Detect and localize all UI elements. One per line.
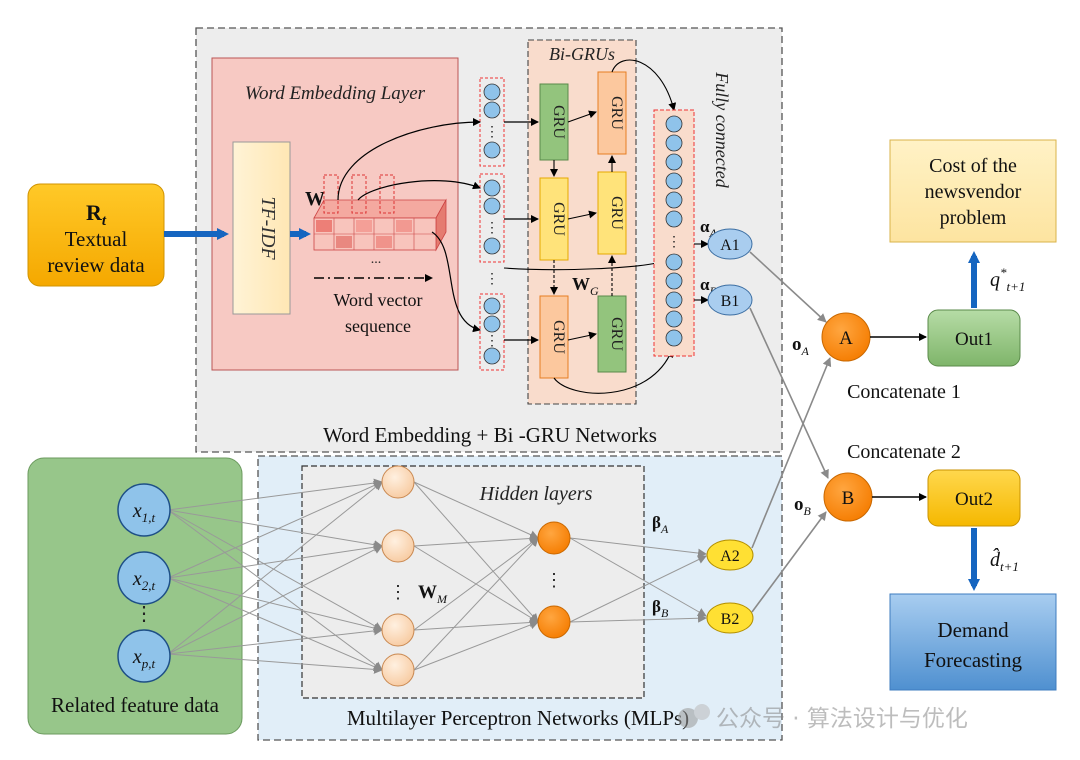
curve-to-col1 xyxy=(337,118,481,201)
curve-to-col3 xyxy=(431,231,481,333)
gru-bottom-curve xyxy=(553,349,674,394)
node-b1 xyxy=(707,284,753,316)
gru-top-curve xyxy=(611,59,677,111)
fc-title: Fully connected xyxy=(712,71,732,188)
gru-label-3: GRU xyxy=(550,202,567,236)
node-a2-label: A2 xyxy=(720,548,740,565)
concat-connections xyxy=(749,251,832,613)
node-b2 xyxy=(706,602,754,634)
out2-label: Out2 xyxy=(955,489,993,510)
feature-node-xp-label: xp,t xyxy=(132,646,156,671)
gru-label-6: GRU xyxy=(608,317,625,351)
cost-line2: newsvendor xyxy=(925,181,1022,203)
gru-cross-3 xyxy=(567,331,597,341)
hidden-layer-1-dots: ⋮ xyxy=(389,582,407,602)
curve-to-col2 xyxy=(357,180,481,201)
watermark-text: 公众号 · 算法设计与优化 xyxy=(716,706,968,732)
out2-box xyxy=(927,469,1021,527)
wg-label: WG xyxy=(572,274,599,298)
w-label: W xyxy=(305,188,325,210)
oa-label: oA xyxy=(792,334,810,358)
node-b-label: B xyxy=(842,488,855,509)
hidden-layers-title: Hidden layers xyxy=(479,483,593,505)
bigru-panel-title: Word Embedding + Bi -GRU Networks xyxy=(323,423,657,447)
word-vector-grid xyxy=(313,174,447,252)
d-label: d̂t+1 xyxy=(990,547,1019,574)
col3-dots: ⋮ xyxy=(485,334,499,349)
alpha-a-label: αA xyxy=(700,217,718,240)
col1-dots: ⋮ xyxy=(485,125,499,140)
mlp-connections xyxy=(167,478,707,674)
col2-dots: ⋮ xyxy=(485,221,499,236)
demand-line2: Forecasting xyxy=(924,648,1022,672)
gru-cross-1 xyxy=(567,110,597,123)
node-b1-label: B1 xyxy=(721,293,740,310)
ob-label: oB xyxy=(794,494,812,518)
cost-line3: problem xyxy=(940,207,1007,229)
tfidf-box xyxy=(232,141,291,315)
word-vector-label-1: Word vector xyxy=(333,290,422,310)
concat2-label: Concatenate 2 xyxy=(847,441,961,463)
gru-label-4: GRU xyxy=(608,196,625,230)
feature-node-x2 xyxy=(117,551,171,605)
feature-node-x2-label: x2,t xyxy=(132,568,156,593)
demand-box xyxy=(889,593,1057,691)
feature-node-xp xyxy=(117,629,171,683)
word-embedding-title: Word Embedding Layer xyxy=(245,83,426,104)
hidden-layer-1-nodes xyxy=(381,465,415,687)
cost-box xyxy=(889,139,1057,243)
hidden-layer-2-nodes xyxy=(537,521,571,639)
q-label: q*t+1 xyxy=(990,265,1025,294)
concat1-label: Concatenate 1 xyxy=(847,381,961,403)
col-bypass-curve xyxy=(503,261,661,271)
wm-label: WM xyxy=(418,582,448,606)
gru-cells xyxy=(539,71,627,379)
grid-dots: ... xyxy=(371,252,382,267)
demand-line1: Demand xyxy=(937,618,1009,642)
gru-label-5: GRU xyxy=(550,320,567,354)
node-a-label: A xyxy=(839,328,853,349)
beta-b-label: βB xyxy=(652,597,669,620)
node-a2 xyxy=(706,539,754,571)
gru-label-1: GRU xyxy=(550,105,567,139)
bigru-title: Bi-GRUs xyxy=(549,44,615,64)
watermark: 公众号 · 算法设计与优化 xyxy=(678,704,968,732)
node-b2-label: B2 xyxy=(721,611,740,628)
gru-label-2: GRU xyxy=(608,96,625,130)
review-line2: review data xyxy=(47,253,145,277)
feature-label: Related feature data xyxy=(51,693,220,717)
out1-box xyxy=(927,309,1021,367)
word-vector-label-2: sequence xyxy=(345,316,411,336)
review-symbol: Rt xyxy=(86,200,107,229)
node-a1-label: A1 xyxy=(720,237,740,254)
feature-dots: ⋮ xyxy=(134,603,154,625)
col-mid-dots: ⋮ xyxy=(485,272,499,287)
fc-dots: ⋮ xyxy=(667,235,681,250)
out1-label: Out1 xyxy=(955,329,993,350)
embedding-columns xyxy=(479,77,505,371)
fc-nodes xyxy=(665,115,683,347)
cost-line1: Cost of the xyxy=(929,155,1017,177)
mlp-panel-title: Multilayer Perceptron Networks (MLPs) xyxy=(347,706,689,730)
gru-cross-2 xyxy=(567,210,597,220)
beta-a-label: βA xyxy=(652,513,669,536)
tfidf-label: TF-IDF xyxy=(257,196,279,260)
feature-node-x1 xyxy=(117,483,171,537)
hidden-layer-2-dots: ⋮ xyxy=(545,570,563,590)
review-line1: Textual xyxy=(65,227,128,251)
feature-node-x1-label: x1,t xyxy=(132,500,156,525)
node-a1 xyxy=(707,228,753,260)
